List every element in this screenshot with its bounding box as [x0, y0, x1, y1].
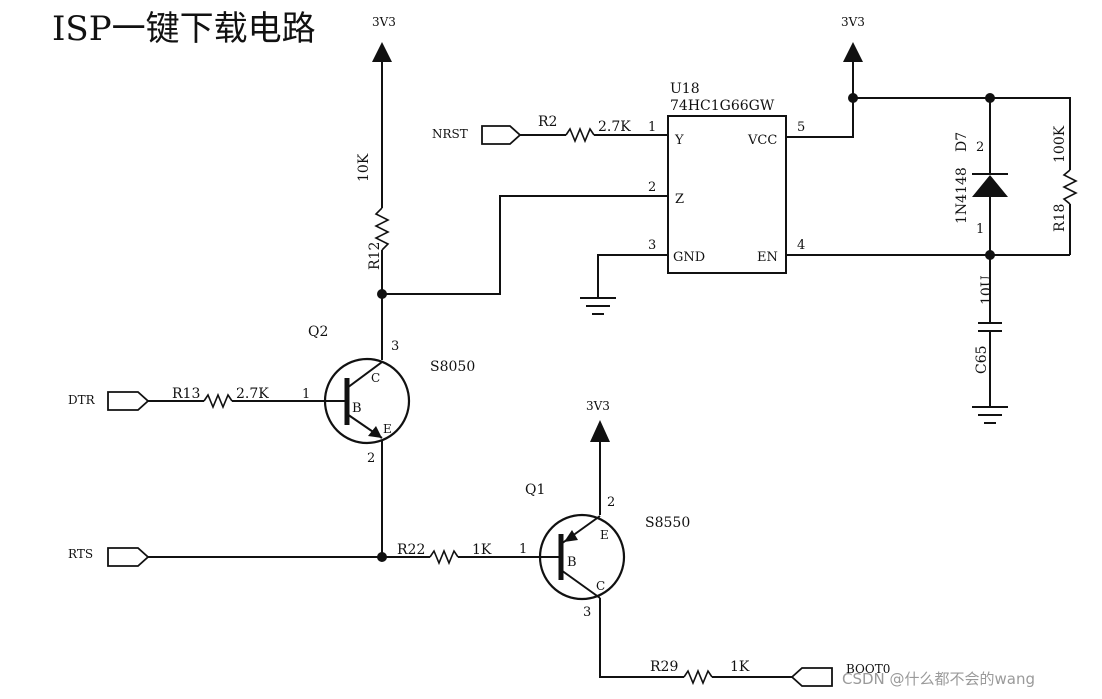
transistor-q2: B C E 1 3 2 Q2 S8050: [302, 324, 475, 466]
u18-ref: U18: [670, 81, 700, 97]
net-z: [382, 195, 668, 295]
q2-emitter-label: E: [383, 422, 392, 436]
resistor-r13: [203, 392, 233, 410]
r13-ref: R13: [172, 386, 200, 402]
q2-base-label: B: [352, 401, 362, 416]
q2-pin1: 1: [302, 387, 310, 402]
power-label: 3V3: [372, 15, 396, 29]
power-symbol-3v3-q1: 3V3: [586, 399, 610, 442]
net-gnd: [597, 254, 668, 298]
pin-gnd-label: GND: [673, 250, 705, 265]
c65-ref: C65: [974, 345, 990, 374]
q2-pin3: 3: [391, 339, 399, 354]
wire: [599, 598, 684, 678]
pin-vcc-label: VCC: [747, 133, 777, 148]
r13-value: 2.7K: [236, 386, 269, 402]
port-rts: RTS: [68, 547, 150, 567]
junction-dot: [848, 93, 858, 103]
power-symbol-3v3-top-right: 3V3: [841, 15, 865, 62]
resistor-r2: [565, 126, 595, 144]
c65-value: 10U: [979, 275, 995, 305]
diode-d7: D7 1N4148 2 1: [954, 98, 1008, 255]
r12-ref: R12: [367, 242, 383, 270]
pin-number: 1: [648, 120, 656, 135]
q2-part: S8050: [430, 359, 475, 375]
q1-ref: Q1: [525, 482, 545, 498]
r2-ref: R2: [538, 114, 557, 130]
r22-ref: R22: [397, 542, 425, 558]
q1-part: S8550: [645, 515, 690, 531]
net-vcc-top: [853, 97, 1071, 170]
power-label: 3V3: [586, 399, 610, 413]
q2-pin2: 2: [367, 451, 375, 466]
resistor-r18: 100K R18: [1052, 125, 1078, 255]
resistor-r12: 10K R12: [356, 153, 383, 270]
pin-z-label: Z: [675, 192, 684, 207]
q1-emitter-label: E: [600, 528, 609, 542]
pin-y-label: Y: [674, 133, 684, 148]
watermark: CSDN @什么都不会的wang: [842, 670, 1035, 688]
port-nrst: NRST: [432, 125, 522, 145]
port-label: DTR: [68, 393, 96, 407]
ground-symbol: [972, 406, 1008, 424]
r18-ref: R18: [1052, 204, 1068, 232]
pin-number: 5: [797, 120, 805, 135]
pin-number: 3: [648, 238, 656, 253]
r22-value: 1K: [472, 542, 492, 558]
d7-part: 1N4148: [954, 167, 970, 224]
u18-part: 74HC1G66GW: [670, 98, 775, 114]
q1-base-label: B: [567, 555, 577, 570]
d7-pin2: 2: [976, 140, 984, 155]
d7-pin1: 1: [976, 222, 984, 237]
port-label: NRST: [432, 127, 468, 141]
power-symbol-3v3-top-left: 3V3: [372, 15, 396, 62]
r12-value: 10K: [356, 153, 372, 182]
resistor-r29: [683, 668, 713, 686]
q2-ref: Q2: [308, 324, 328, 340]
r18-value: 100K: [1052, 125, 1068, 163]
ground-symbol: [580, 297, 616, 315]
port-label: BOOT0: [846, 662, 890, 676]
pin-en-label: EN: [757, 250, 778, 265]
diagram-title: ISP一键下载电路: [52, 9, 316, 49]
resistor-r22: [429, 548, 459, 566]
port-label: RTS: [68, 547, 93, 561]
q2-collector-label: C: [371, 371, 380, 385]
r29-ref: R29: [650, 659, 678, 675]
net-left-rail: [374, 62, 390, 557]
ic-u18: U18 74HC1G66GW Y Z GND VCC EN 1 2 3 4 5: [648, 81, 805, 274]
port-boot0: BOOT0: [790, 662, 890, 687]
d7-ref: D7: [954, 132, 970, 152]
pin-number: 4: [797, 238, 805, 253]
q1-collector-label: C: [596, 579, 605, 593]
r2-value: 2.7K: [598, 119, 631, 135]
power-label: 3V3: [841, 15, 865, 29]
r29-value: 1K: [730, 659, 750, 675]
q1-pin2: 2: [607, 495, 615, 510]
pin-number: 2: [648, 180, 656, 195]
q1-pin3: 3: [583, 605, 591, 620]
q1-pin1: 1: [519, 542, 527, 557]
port-dtr: DTR: [68, 391, 150, 411]
transistor-q1: B C E 1 2 3 Q1 S8550: [519, 482, 690, 620]
capacitor-c65: 10U C65: [974, 255, 1002, 407]
net-vcc: [786, 62, 854, 138]
